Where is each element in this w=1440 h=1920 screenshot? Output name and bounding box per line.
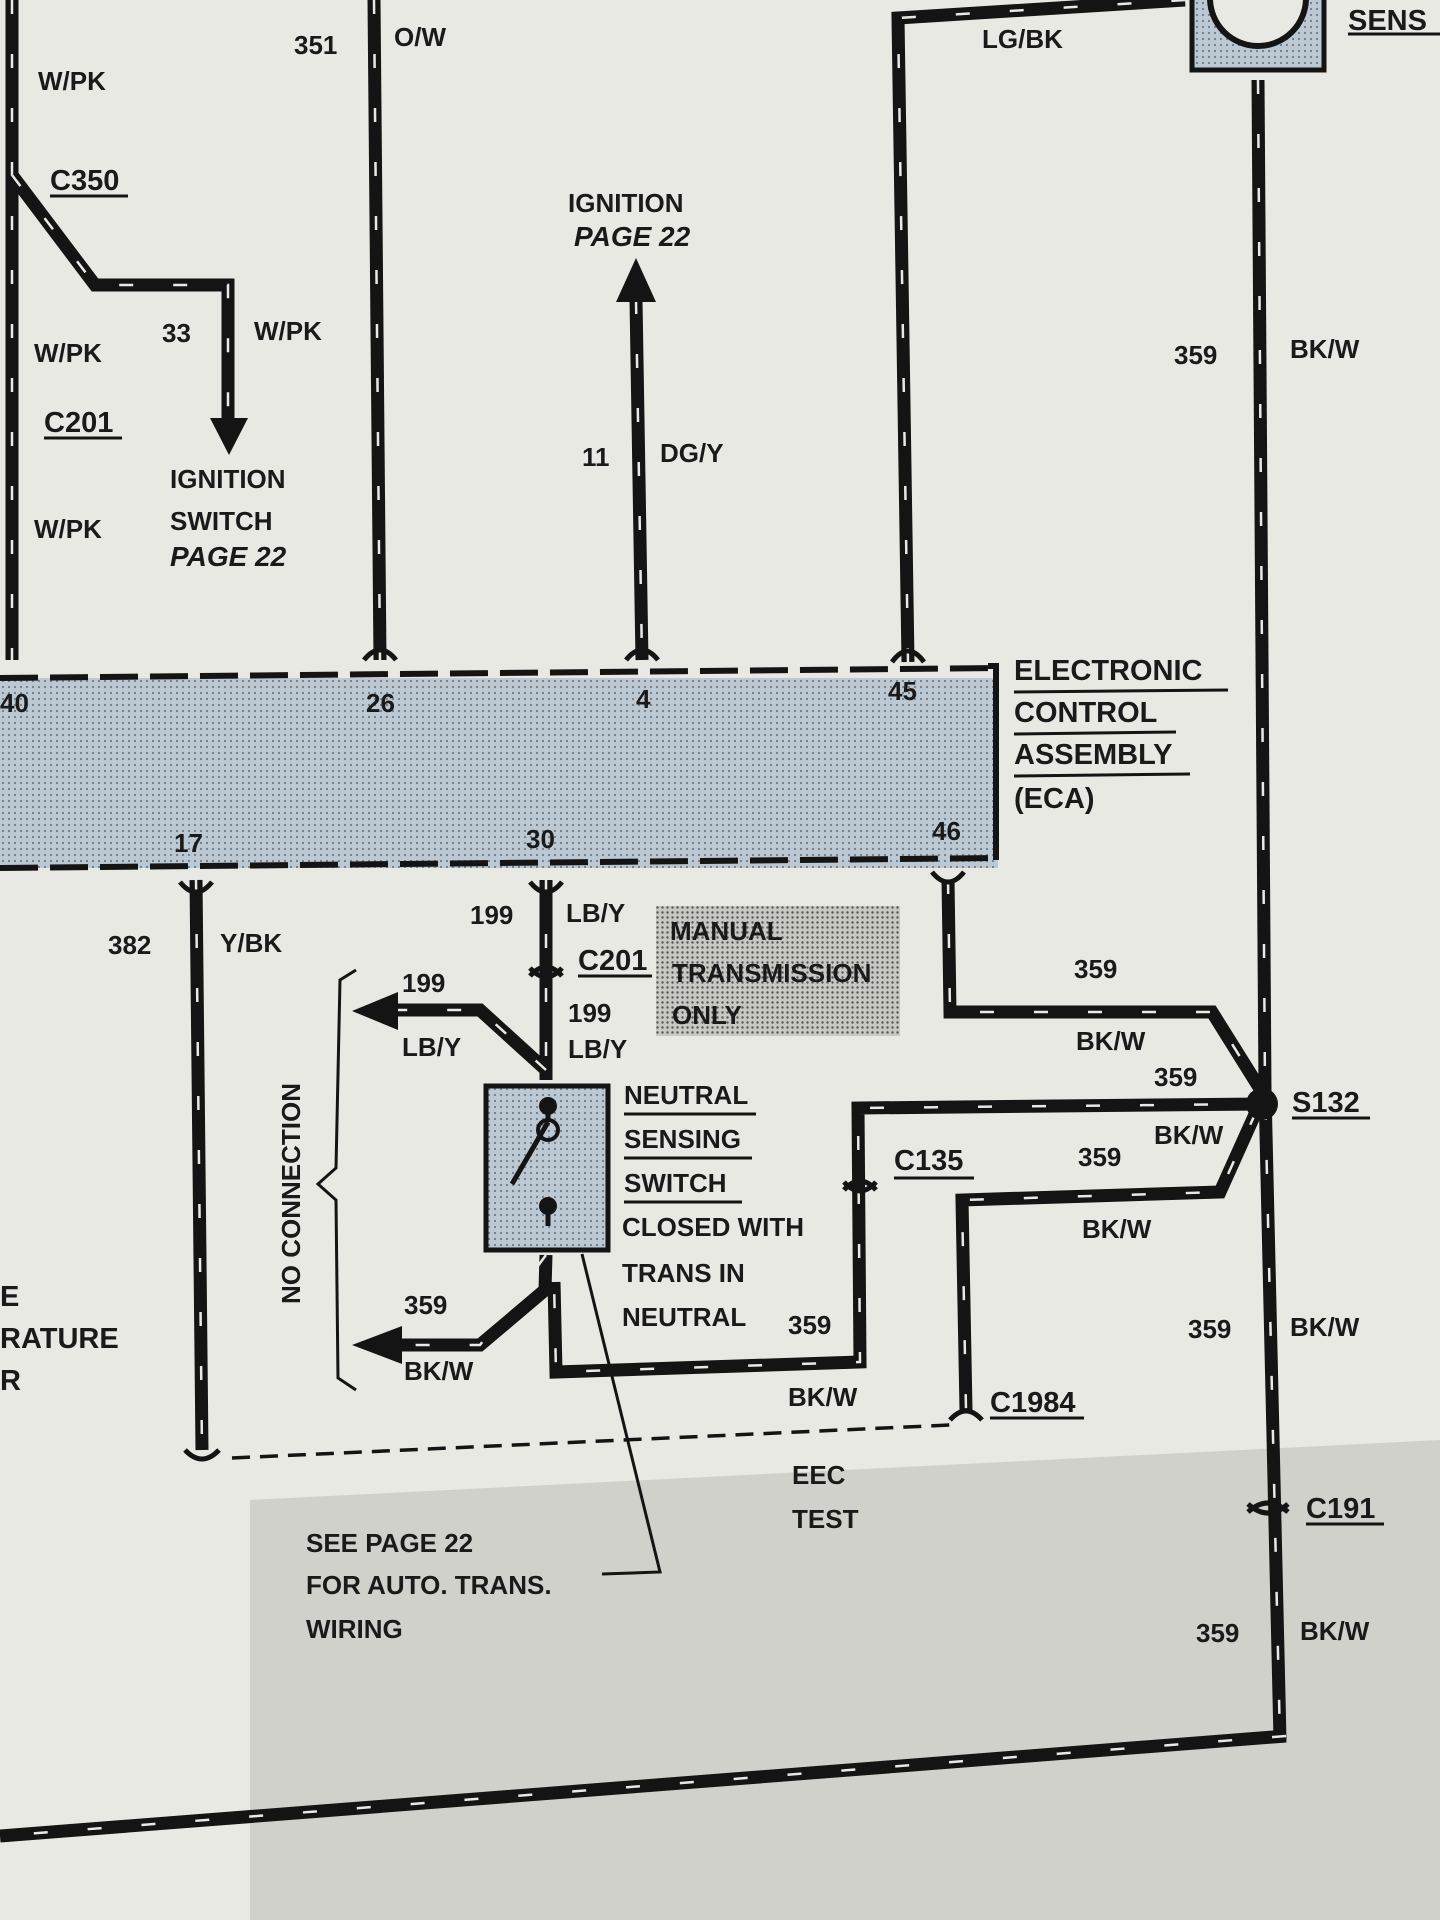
ignition-page-label: PAGE 22 (574, 221, 691, 252)
manual-trans-line2: TRANSMISSION (672, 958, 871, 988)
wire-199-branch (395, 1003, 551, 1075)
wpk-label-3: W/PK (34, 514, 102, 544)
wire-lgbk (891, 0, 1186, 663)
circuit-359-bot-label: 359 (1196, 1618, 1239, 1648)
photo-shadow (250, 1440, 1440, 1920)
eca-pin-30: 30 (526, 824, 555, 854)
see-note-line2: FOR AUTO. TRANS. (306, 1570, 552, 1600)
eca-name-line1: ELECTRONIC (1014, 655, 1203, 687)
eca-pin-17: 17 (174, 828, 203, 858)
color-359-mid-label: BK/W (1290, 1312, 1360, 1342)
arrow-left-199 (352, 992, 398, 1030)
eca-pin-4: 4 (636, 684, 651, 714)
color-199-label-c: LB/Y (568, 1034, 627, 1064)
wire-bottom-return (0, 1729, 1287, 1843)
wpk-label-2: W/PK (34, 338, 102, 368)
nss-name-line2: SENSING (624, 1124, 741, 1154)
connector-c191: C191 (1306, 1493, 1375, 1525)
color-33-label: W/PK (254, 316, 322, 346)
leader-line (580, 1253, 662, 1576)
circuit-199-label-c: 199 (568, 998, 611, 1028)
connector-c201: C201 (44, 407, 113, 439)
eca-name-line3: ASSEMBLY (1014, 739, 1172, 771)
color-199-label-b: LB/Y (402, 1032, 461, 1062)
wire-33-wpk (6, 171, 235, 420)
eec-test-line1: EEC (792, 1460, 846, 1490)
eca-pin-40: 40 (0, 688, 29, 718)
color-359-s2-label: BK/W (1082, 1214, 1152, 1244)
pin-forks (178, 647, 1290, 1516)
color-351-label: O/W (394, 22, 446, 52)
color-359-bot-label: BK/W (1300, 1616, 1370, 1646)
connector-c1984: C1984 (990, 1387, 1075, 1419)
circuit-199-label-b: 199 (402, 968, 445, 998)
eca-abbrev: (ECA) (1014, 783, 1095, 815)
partial-label-e: E (0, 1281, 19, 1313)
arrow-down-ignition-switch (210, 418, 248, 455)
ignition-switch-page: PAGE 22 (170, 541, 287, 572)
no-connection-brace (315, 968, 357, 1392)
connector-c135: C135 (894, 1145, 963, 1177)
nss-note-line2: TRANS IN (622, 1258, 745, 1288)
circuit-359-s2-label: 359 (1078, 1142, 1121, 1172)
nss-note-line1: CLOSED WITH (622, 1212, 804, 1242)
ignition-label: IGNITION (568, 188, 684, 218)
eca-pin-45: 45 (888, 676, 917, 706)
eca-pin-46: 46 (932, 816, 961, 846)
see-note-line1: SEE PAGE 22 (306, 1528, 473, 1558)
eec-test-line2: TEST (792, 1504, 859, 1534)
splice-s132 (1246, 1088, 1278, 1120)
arrow-up-ignition (616, 258, 656, 302)
arrow-left-359 (352, 1326, 402, 1364)
wire-359-switch-bottom (400, 1254, 553, 1352)
eca-name-line2: CONTROL (1014, 697, 1157, 729)
connector-c350: C350 (50, 165, 119, 197)
label-underlines (44, 32, 1440, 1526)
circuit-33-label: 33 (162, 318, 191, 348)
eca-module (0, 678, 998, 868)
connector-c201-b: C201 (578, 945, 647, 977)
see-note-line3: WIRING (306, 1614, 403, 1644)
partial-label-r: R (0, 1365, 21, 1397)
circuit-199-label-a: 199 (470, 900, 513, 930)
ignition-switch-line1: IGNITION (170, 464, 286, 494)
color-359-label-b: BK/W (788, 1382, 858, 1412)
circuit-359-mid-label: 359 (1188, 1314, 1231, 1344)
wpk-label-1: W/PK (38, 66, 106, 96)
manual-trans-line1: MANUAL (670, 916, 783, 946)
circuit-359-s1-label: 359 (1154, 1062, 1197, 1092)
manual-trans-line3: ONLY (672, 1000, 742, 1030)
color-359-46-label: BK/W (1076, 1026, 1146, 1056)
circuit-359-label-a: 359 (404, 1290, 447, 1320)
sensor-symbol (1207, 0, 1309, 49)
nss-name-line1: NEUTRAL (624, 1080, 748, 1110)
color-11-label: DG/Y (660, 438, 724, 468)
circuit-359-46-label: 359 (1074, 954, 1117, 984)
partial-label-rature: RATURE (0, 1323, 119, 1355)
circuit-351-label: 351 (294, 30, 337, 60)
splice-s132-label: S132 (1292, 1087, 1360, 1119)
manual-trans-box (656, 906, 900, 1036)
color-359-label-a: BK/W (404, 1356, 474, 1386)
no-connection-label: NO CONNECTION (276, 1083, 306, 1304)
eca-pin-26: 26 (366, 688, 395, 718)
circuit-359-top-label: 359 (1174, 340, 1217, 370)
nss-name-line3: SWITCH (624, 1168, 727, 1198)
color-359-s1-label: BK/W (1154, 1120, 1224, 1150)
circuit-359-label-b: 359 (788, 1310, 831, 1340)
color-359-top-label: BK/W (1290, 334, 1360, 364)
color-lgbk-label: LG/BK (982, 24, 1063, 54)
ignition-switch-line2: SWITCH (170, 506, 273, 536)
sensor-partial-label: SENS (1348, 5, 1427, 37)
color-382-label: Y/BK (220, 928, 282, 958)
wire-382-ybk (189, 879, 209, 1451)
eec-test-line (231, 1423, 951, 1460)
color-199-label-a: LB/Y (566, 898, 625, 928)
nss-note-line3: NEUTRAL (622, 1302, 746, 1332)
circuit-382-label: 382 (108, 930, 151, 960)
circuit-11-label: 11 (582, 442, 610, 472)
